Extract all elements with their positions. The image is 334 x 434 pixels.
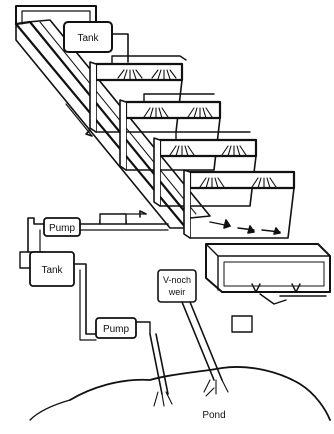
top-tank-label: Tank	[77, 33, 99, 44]
raceway-tank-2	[120, 100, 220, 170]
upper-pump: Pump	[28, 214, 168, 252]
v-notch-weir-label-line2: weir	[168, 287, 186, 297]
intake-pipe	[150, 334, 168, 394]
lower-tank-label: Tank	[41, 265, 63, 276]
intake-roots	[154, 392, 172, 406]
outlet-roots	[204, 380, 228, 396]
settling-tank	[206, 244, 330, 332]
lower-pump-label: Pump	[103, 324, 130, 335]
v-notch-weir: V-noch weir	[158, 270, 196, 302]
lower-tank: Tank	[20, 252, 96, 340]
inclined-raceway-channel	[16, 20, 210, 228]
pond-label: Pond	[202, 410, 225, 421]
lower-pump: Pump	[96, 318, 168, 394]
pond: Pond	[30, 367, 330, 421]
v-notch-weir-label-line1: V-noch	[163, 275, 191, 285]
upper-pump-label: Pump	[49, 223, 76, 234]
